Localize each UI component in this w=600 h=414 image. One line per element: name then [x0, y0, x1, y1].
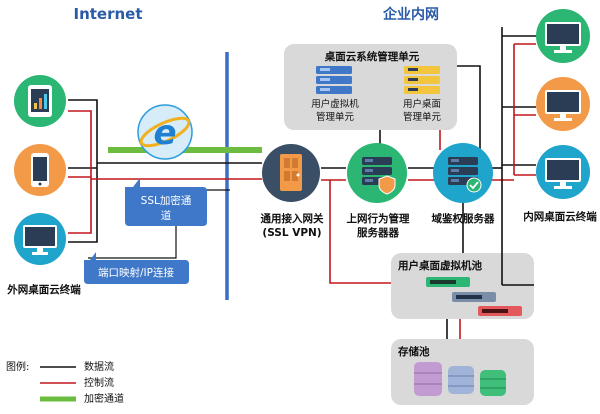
gateway-label-line1: 通用接入网关 — [261, 212, 324, 225]
vm-mgmt-server-stack — [316, 66, 352, 94]
mgmt-unit-title: 桌面云系统管理单元 — [324, 50, 420, 63]
external-terminal-phone — [14, 144, 66, 196]
vm-server-red — [478, 306, 522, 316]
gateway-label-line2: (SSL VPN) — [262, 227, 321, 239]
domain-auth-node — [433, 143, 493, 203]
vm-pool-servers — [426, 277, 522, 316]
legend-title: 图例: — [6, 360, 29, 373]
monitor-icon — [23, 225, 57, 255]
monitor-icon — [545, 158, 581, 189]
port-mapping-callout: 端口映射/IP连接 — [84, 252, 189, 284]
legend-label-control: 控制流 — [84, 376, 114, 389]
door-gateway-icon — [280, 154, 302, 191]
ext-data-bus — [68, 99, 98, 243]
storage-disk-blue — [448, 366, 474, 394]
check-server-icon — [448, 157, 482, 193]
internal-terminal-label: 内网桌面云终端 — [523, 210, 597, 223]
monitor-icon — [545, 22, 581, 53]
behavior-mgmt-node — [347, 143, 407, 203]
gateway-to-pool-control — [329, 180, 391, 284]
ssl-callout-line1: SSL加密通 — [141, 194, 192, 207]
domain-auth-label: 域鉴权服务器 — [432, 212, 495, 225]
vm-mgmt-label-line2: 管理单元 — [316, 111, 355, 123]
int-control-bus — [513, 43, 536, 176]
legend: 图例: 数据流 控制流 加密通道 — [6, 360, 124, 405]
desk-mgmt-server-stack — [404, 66, 440, 94]
external-terminal-label: 外网桌面云终端 — [6, 283, 81, 296]
storage-disk-purple — [414, 362, 442, 396]
legend-label-data: 数据流 — [84, 360, 114, 373]
behavior-mgmt-label-line1: 上网行为管理 — [347, 212, 410, 225]
smartphone-icon — [31, 153, 49, 187]
desk-mgmt-label-line1: 用户桌面 — [403, 98, 441, 110]
storage-title: 存储池 — [398, 345, 430, 358]
intranet-zone-label: 企业内网 — [382, 6, 439, 23]
vm-server-slate — [452, 292, 496, 302]
ext-control-bus — [68, 110, 92, 234]
shield-server-icon — [362, 157, 396, 195]
legend-label-encrypted: 加密通道 — [84, 392, 124, 405]
ssl-callout-line2: 道 — [161, 209, 172, 222]
behavior-mgmt-label-line2: 服务器器 — [357, 226, 399, 239]
vm-pool-title: 用户桌面虚拟机池 — [397, 259, 482, 272]
mgmt-unit-panel — [284, 44, 457, 130]
vm-server-green — [426, 277, 470, 287]
svg-text:e: e — [153, 113, 176, 153]
mgmt-unit-bus — [457, 65, 481, 150]
internet-explorer-icon: e — [137, 104, 193, 160]
external-terminal-tablet — [14, 75, 66, 127]
internal-terminal-1 — [536, 9, 590, 63]
vm-mgmt-label-line1: 用户虚拟机 — [311, 98, 359, 110]
internal-terminal-2 — [536, 77, 590, 131]
internal-terminal-3 — [536, 145, 590, 199]
gateway-node — [262, 144, 320, 202]
desk-mgmt-label-line2: 管理单元 — [403, 111, 442, 123]
ssl-callout: SSL加密通 道 — [125, 178, 207, 226]
monitor-icon — [545, 90, 581, 121]
storage-disks — [414, 362, 506, 396]
storage-disk-green — [480, 370, 506, 396]
port-mapping-text: 端口映射/IP连接 — [98, 266, 174, 279]
external-terminal-monitor — [14, 213, 66, 265]
internet-zone-label: Internet — [73, 5, 142, 23]
int-data-bus — [501, 27, 536, 285]
tablet-chart-icon — [28, 85, 52, 117]
